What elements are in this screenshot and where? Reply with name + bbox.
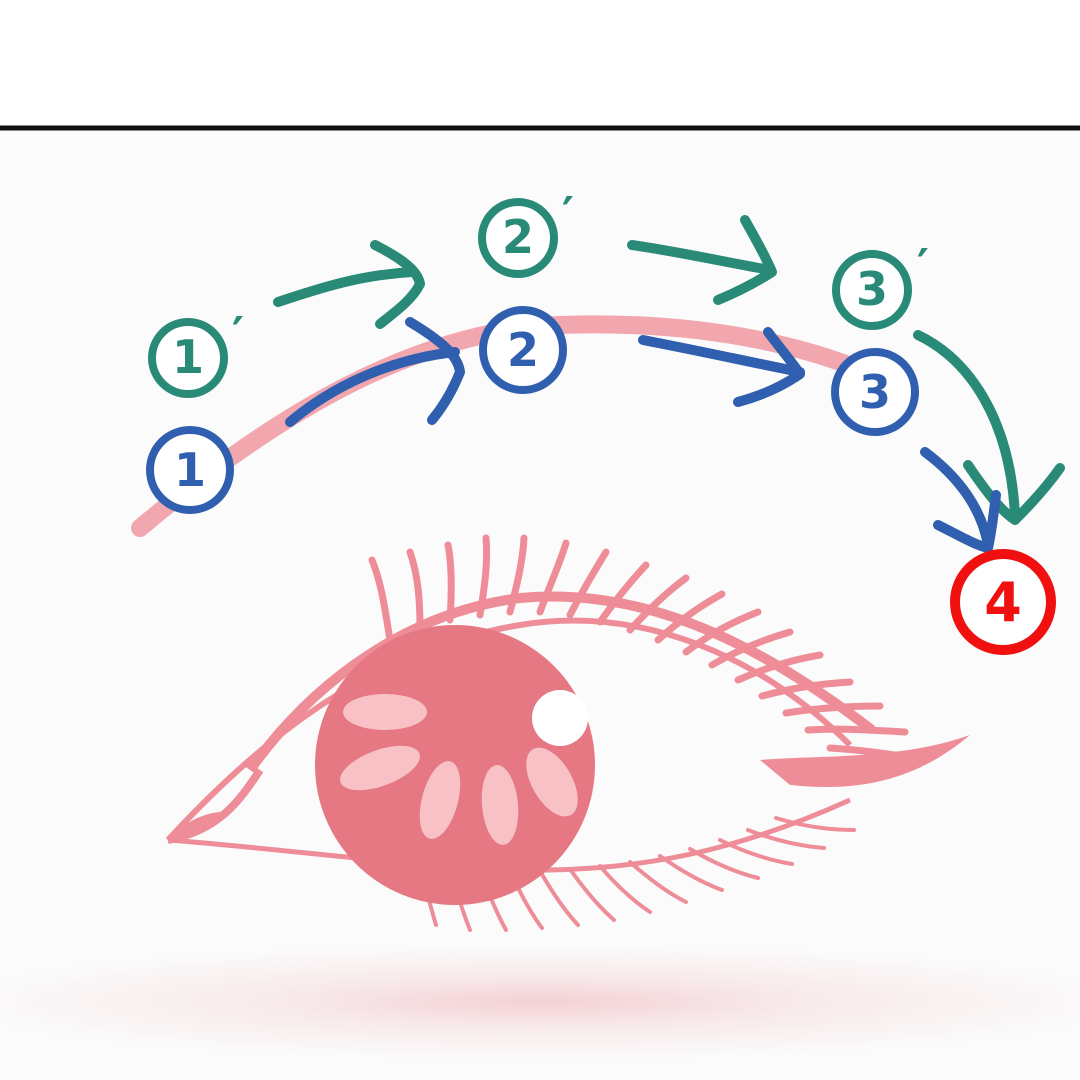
step-3-prime-marker: 3 ′ [832,239,929,330]
teal-arrow-3-to-4 [913,330,1020,520]
step-4-label: 4 [984,571,1022,634]
step-1-marker: 1 [146,426,234,514]
lower-eyelid [167,797,852,873]
step-2-prime-mark: ′ [562,187,574,241]
teal-arrowhead-3 [963,460,1065,525]
eye-icon [165,534,970,932]
step-2-marker: 2 [479,306,567,394]
pupil-highlight [532,690,588,746]
step-3-marker: 3 [831,348,919,436]
blue-arrow-1-to-2 [285,347,460,427]
inner-corner [168,811,230,840]
iris-petals [340,694,578,845]
blue-arrowhead-3 [933,490,1001,553]
step-2-prime-label: 2 [502,210,534,264]
step-2-label: 2 [507,323,539,377]
blue-arrow-3-to-4 [920,447,993,550]
step-1-prime-mark: ′ [232,307,244,361]
teal-arrows [273,215,1065,525]
teal-arrowhead-1 [370,240,425,329]
step-3-prime-mark: ′ [917,239,929,293]
step-4-marker: 4 [950,549,1056,655]
step-3-prime-label: 3 [856,262,888,316]
blue-arrowhead-1 [405,317,465,425]
upper-lashes [368,534,929,764]
blue-arrow-2-to-3 [638,335,805,377]
teal-arrow-1-to-2 [273,267,417,307]
teal-arrowhead-2 [713,215,777,305]
bottom-shadow [0,950,1080,1080]
step-2-prime-marker: 2 ′ [478,187,574,278]
blue-arrowhead-2 [733,327,805,407]
step-1-label: 1 [174,443,206,497]
blue-arrows [285,317,1001,553]
step-3-label: 3 [859,365,891,419]
teal-arrow-2-to-3 [627,240,775,275]
step-1-prime-marker: 1 ′ [148,307,244,398]
outer-eyeliner-wing [760,735,970,788]
step-1-prime-label: 1 [172,330,204,384]
